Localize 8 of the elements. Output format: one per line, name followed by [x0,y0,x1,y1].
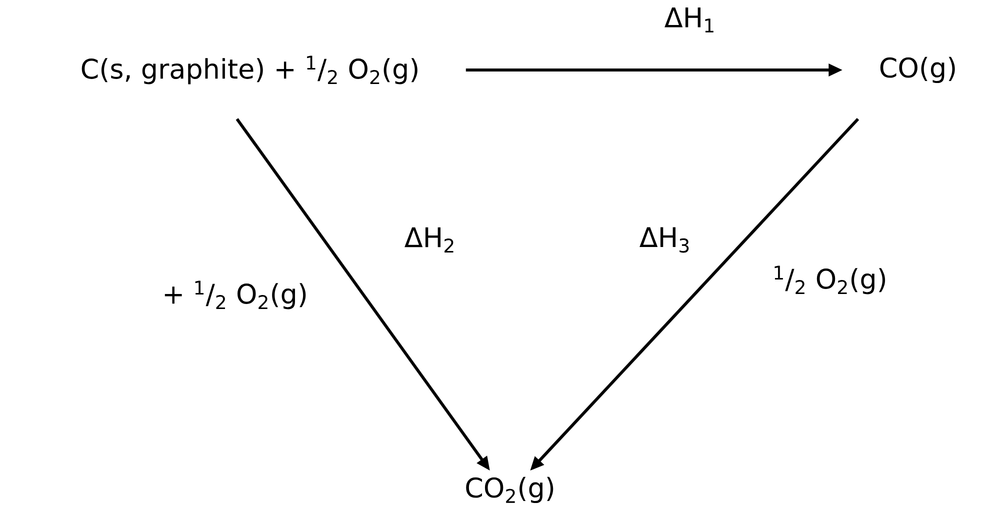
edge-label: ΔH$_{2}$ [402,225,458,255]
reagent-label: $^{1}$/$_{2}$ O$_{2}$(g) [774,266,886,294]
edge-label: ΔH$_{3}$ [637,225,693,255]
formula-text: C(s, graphite) + $^{1}$/$_{2}$ O$_{2}$(g) [82,56,418,84]
reagent-label: + $^{1}$/$_{2}$ O$_{2}$(g) [164,280,306,310]
edge-label: ΔH$_{1}$ [662,6,718,34]
formula-text: CO(g) [880,56,955,84]
formula-text: CO$_{2}$(g) [466,476,554,504]
